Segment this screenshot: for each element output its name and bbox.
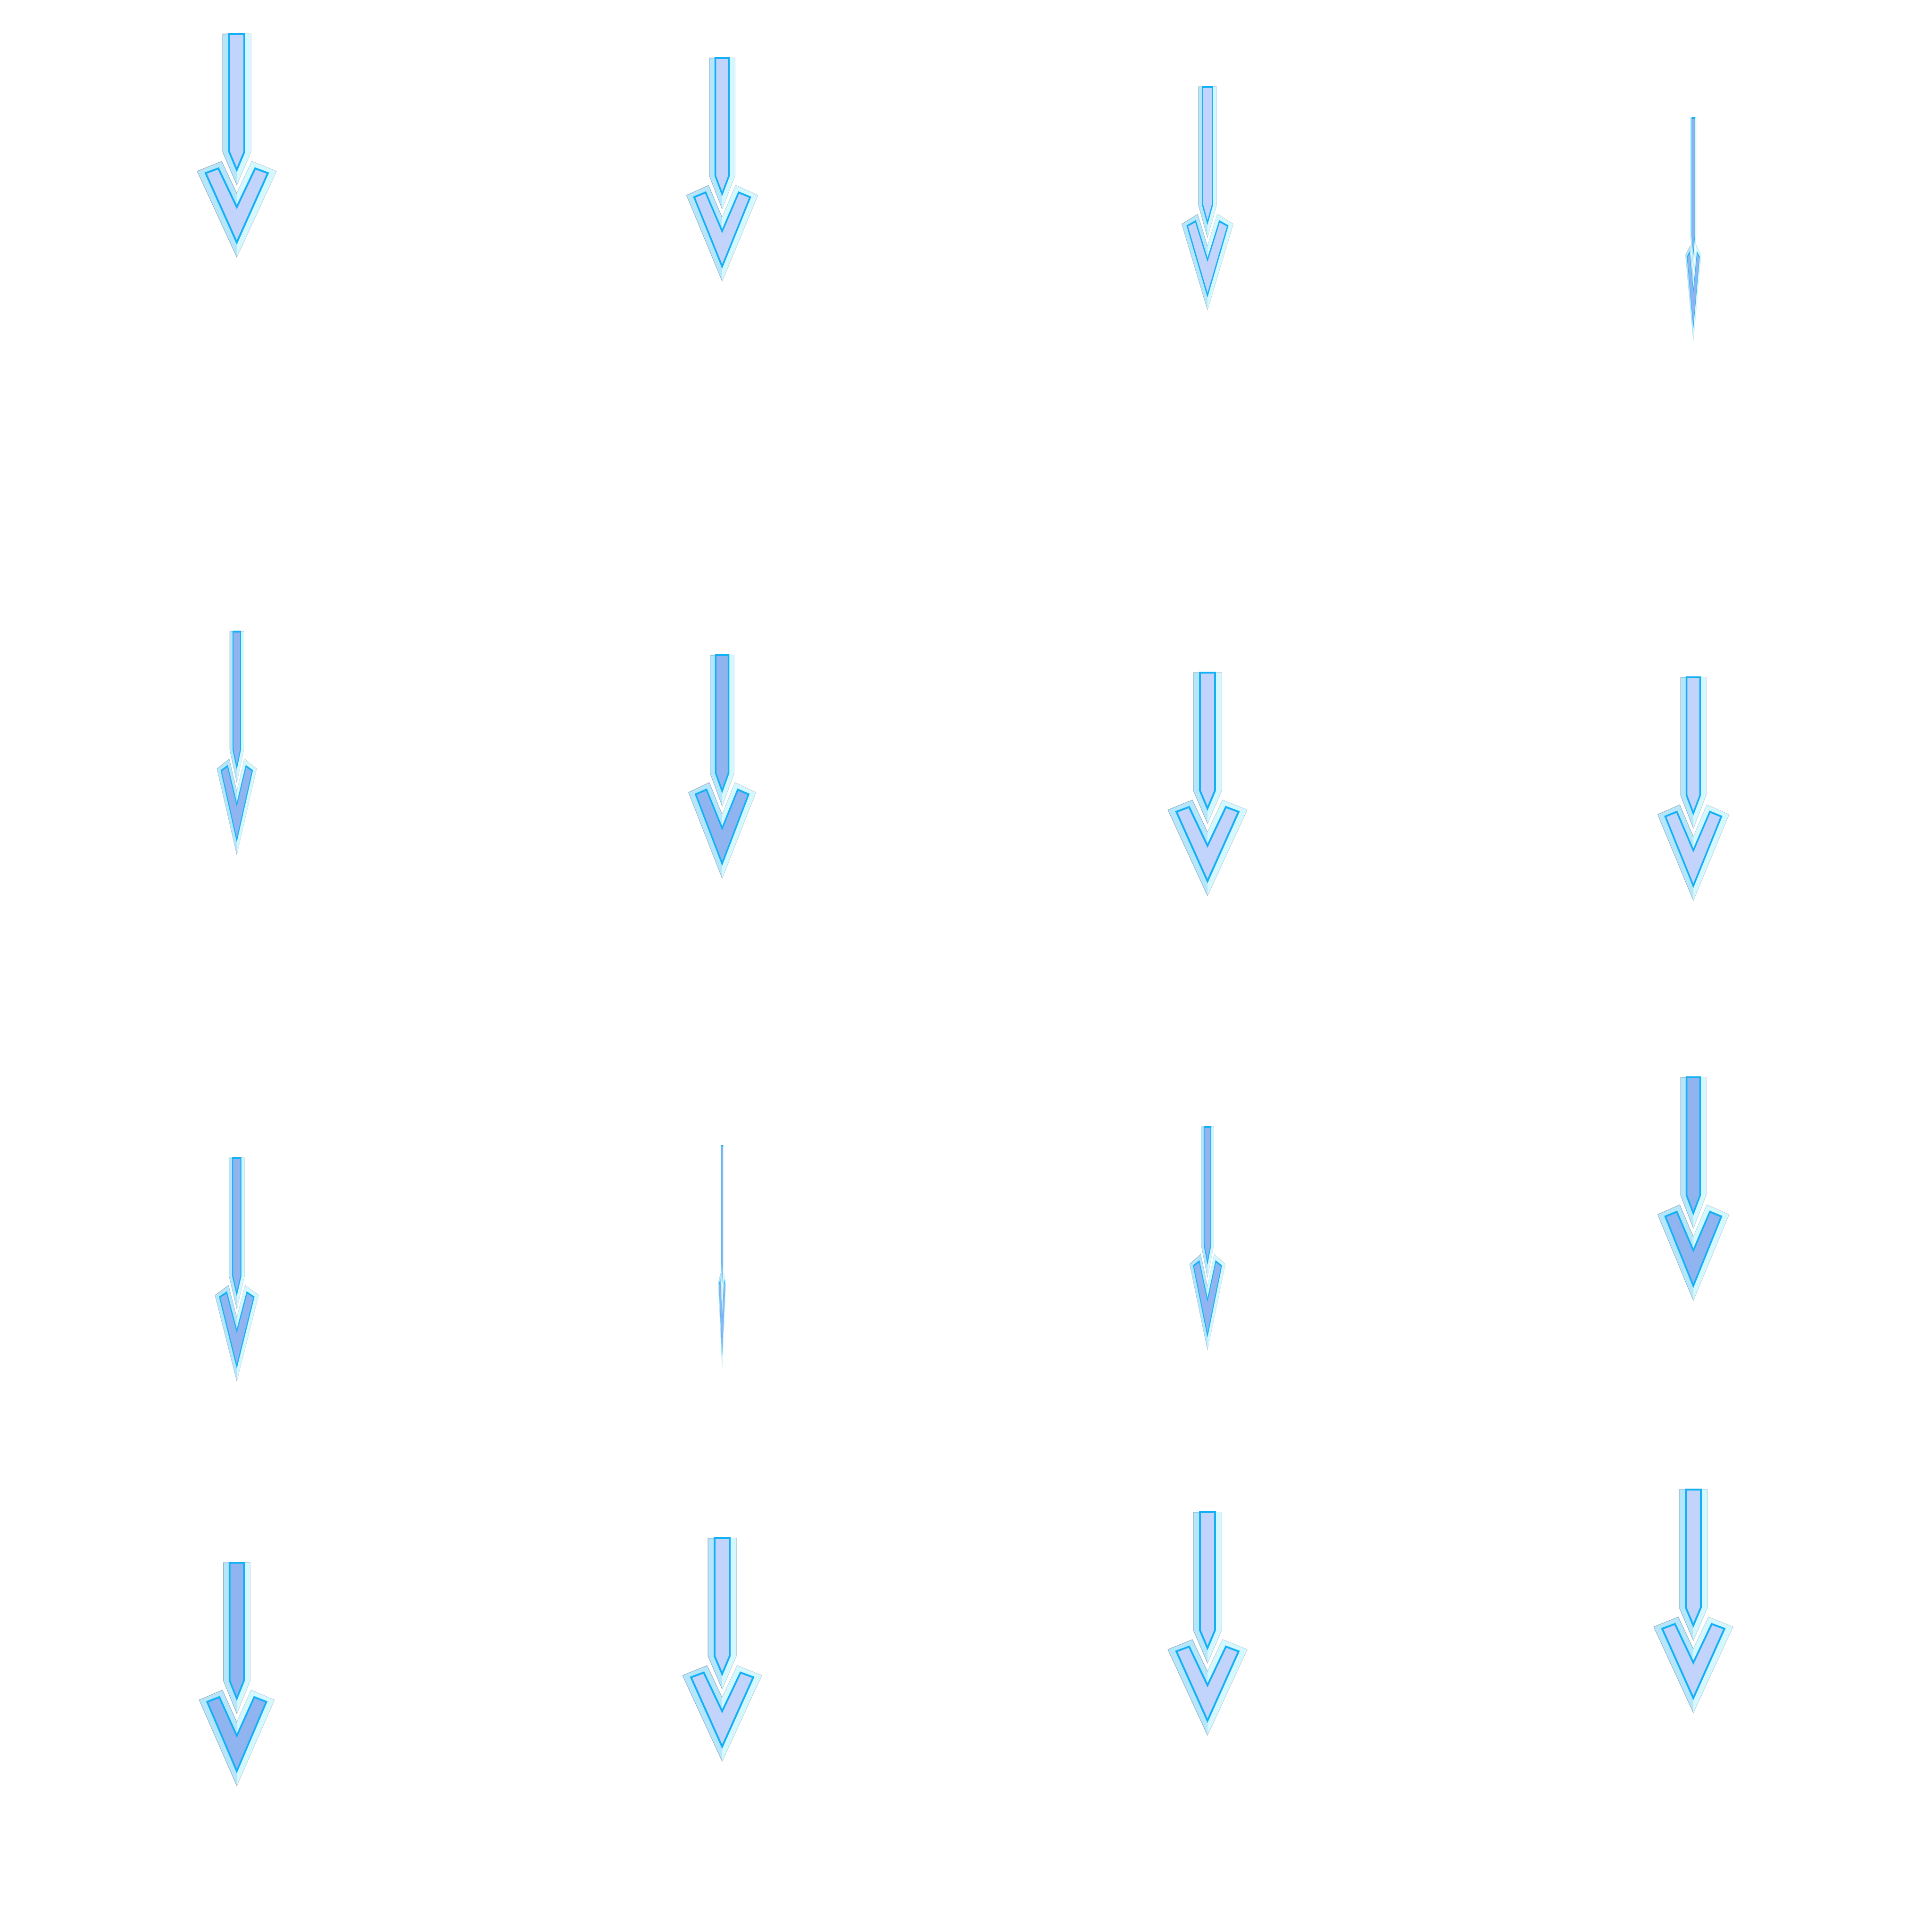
arrow-head-face — [1186, 220, 1229, 298]
arrow-head-face — [206, 1696, 268, 1774]
arrow-shaft-face — [1685, 676, 1701, 816]
arrow-head-face — [1661, 1623, 1726, 1700]
down-arrow-icon — [1653, 1489, 1733, 1714]
arrow-shaft-face — [1202, 86, 1213, 225]
down-arrow-icon — [199, 1562, 275, 1787]
down-arrow-icon — [686, 57, 758, 282]
arrow-shaft-face — [714, 57, 730, 197]
arrow-shaft-face — [1199, 672, 1216, 811]
down-arrow-icon — [1685, 117, 1701, 342]
arrow-shaft-face — [228, 1562, 245, 1701]
down-arrow-icon — [682, 1537, 762, 1762]
arrow-head-face — [220, 765, 253, 842]
arrow-shaft-face — [1203, 1126, 1212, 1266]
arrow-head-face — [690, 1671, 755, 1749]
arrow-head-face — [1687, 251, 1700, 329]
arrow-head-face — [693, 191, 751, 269]
arrow-head-face — [1664, 1210, 1723, 1288]
down-arrow-icon — [1167, 672, 1248, 897]
arrow-head-face — [204, 167, 269, 245]
arrow-head-face — [719, 1279, 725, 1357]
down-arrow-icon — [1167, 1511, 1248, 1736]
down-arrow-icon — [215, 1157, 259, 1382]
arrow-shaft-face — [721, 1145, 723, 1284]
down-arrow-icon — [1181, 86, 1234, 311]
arrow-head-face — [1175, 806, 1240, 883]
down-arrow-icon — [1657, 676, 1730, 901]
arrow-shaft-face — [233, 631, 241, 770]
arrow-shaft-face — [715, 654, 730, 794]
arrow-shaft-face — [1685, 1076, 1701, 1216]
down-arrow-icon — [1189, 1126, 1226, 1351]
arrow-head-face — [1664, 810, 1723, 888]
arrow-head-face — [1193, 1260, 1222, 1338]
arrow-head-face — [219, 1291, 255, 1369]
down-arrow-icon — [718, 1145, 726, 1370]
arrow-shaft-face — [714, 1537, 731, 1677]
arrow-shaft-face — [1199, 1511, 1216, 1651]
arrow-shaft-face — [1685, 1489, 1702, 1628]
arrow-head-face — [1175, 1645, 1240, 1723]
down-arrow-icon — [688, 654, 756, 879]
arrow-head-face — [694, 788, 750, 866]
arrow-shaft-face — [232, 1157, 242, 1297]
down-arrow-icon — [1657, 1076, 1730, 1301]
arrow-shaft-face — [228, 33, 245, 173]
down-arrow-icon — [217, 631, 257, 856]
down-arrow-icon — [197, 33, 277, 258]
arrow-shaft-face — [1691, 117, 1695, 257]
